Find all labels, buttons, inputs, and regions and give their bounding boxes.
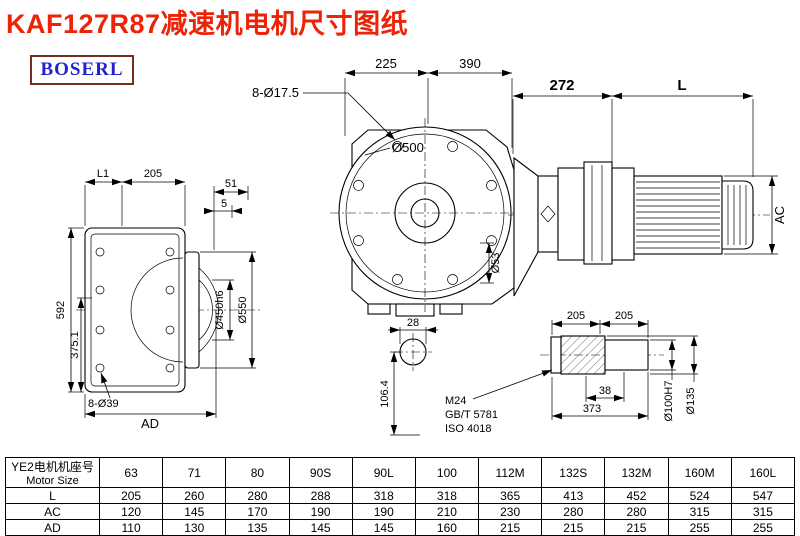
- dim-label-373: 373: [583, 403, 601, 415]
- dim-label-5: 5: [221, 198, 227, 210]
- dim-label-l: L: [677, 77, 686, 94]
- cell-AD-63: 110: [98, 519, 164, 536]
- cell-L-90L: 318: [351, 487, 416, 504]
- cell-AD-90S: 145: [288, 519, 353, 536]
- dim-label-106-4: 106.4: [379, 380, 391, 408]
- fan-cowl: [721, 180, 754, 250]
- dim-label-51: 51: [225, 178, 237, 190]
- dim-label-28: 28: [407, 317, 419, 329]
- table-header-size-112M: 112M: [478, 457, 543, 488]
- cell-AD-132S: 215: [541, 519, 606, 536]
- cell-AC-63: 120: [98, 503, 164, 520]
- page-title: KAF127R87减速机电机尺寸图纸: [6, 9, 409, 39]
- table-header-size-160L: 160L: [730, 457, 796, 488]
- dim-label-592: 592: [55, 301, 67, 319]
- cell-L-112M: 365: [478, 487, 543, 504]
- dim-label-shaft-205-a: 205: [567, 310, 585, 322]
- row-label-AC: AC: [5, 503, 100, 520]
- table-header-size-132M: 132M: [604, 457, 669, 488]
- cell-AC-132S: 280: [541, 503, 606, 520]
- cell-L-63: 205: [98, 487, 164, 504]
- dim-label-shaft-205-b: 205: [615, 310, 633, 322]
- dim-label-d135: Ø135: [685, 388, 697, 415]
- cell-AD-100: 160: [414, 519, 480, 536]
- row-label-AD: AD: [5, 519, 100, 536]
- table-header-size-90L: 90L: [351, 457, 416, 488]
- dim-label-375-1: 375.1: [69, 331, 81, 359]
- cell-AD-90L: 145: [351, 519, 416, 536]
- front-view: [330, 118, 520, 371]
- dim-label-d550: Ø550: [237, 297, 249, 324]
- cell-AD-160M: 255: [667, 519, 732, 536]
- front-view-dimensions: 225 390 8-Ø17.5 Ø500 Ø53 28 106.4: [252, 56, 513, 436]
- dim-label-d500: Ø500: [392, 140, 424, 155]
- dim-label-225: 225: [375, 56, 397, 71]
- side-view-dimensions: L1 205 51 5 592 375.1 8-Ø39 AD: [55, 168, 256, 431]
- cell-AD-71: 130: [162, 519, 227, 536]
- table-header-size-132S: 132S: [541, 457, 606, 488]
- cell-AC-80: 170: [225, 503, 290, 520]
- dim-label-ac: AC: [772, 206, 787, 224]
- cell-AD-80: 135: [225, 519, 290, 536]
- cell-AC-71: 145: [162, 503, 227, 520]
- eyebolt-diamond: [540, 205, 556, 223]
- cell-AC-112M: 230: [478, 503, 543, 520]
- motor-assembly: [508, 156, 770, 297]
- cell-L-160L: 547: [730, 487, 796, 504]
- table-header-size-100: 100: [414, 457, 480, 488]
- dim-label-ad: AD: [141, 416, 159, 431]
- table-header-size-90S: 90S: [288, 457, 353, 488]
- dim-label-390: 390: [459, 56, 481, 71]
- dim-label-205-side: 205: [144, 168, 162, 180]
- cell-L-80: 280: [225, 487, 290, 504]
- cell-AC-100: 210: [414, 503, 480, 520]
- cell-AC-90S: 190: [288, 503, 353, 520]
- cell-AD-132M: 215: [604, 519, 669, 536]
- cell-L-100: 318: [414, 487, 480, 504]
- cell-AD-112M: 215: [478, 519, 543, 536]
- label-iso4018: ISO 4018: [445, 423, 491, 435]
- dim-label-272: 272: [549, 77, 574, 94]
- dim-label-8xd17-5: 8-Ø17.5: [252, 85, 299, 100]
- side-view: [76, 227, 262, 393]
- table-header-size-63: 63: [98, 457, 164, 488]
- cell-AC-132M: 280: [604, 503, 669, 520]
- technical-drawing: L1 205 51 5 592 375.1 8-Ø39 AD: [55, 56, 787, 436]
- cell-L-132M: 452: [604, 487, 669, 504]
- dim-label-d450h6: Ø450h6: [214, 290, 226, 329]
- cell-L-71: 260: [162, 487, 227, 504]
- dim-label-d53: Ø53: [490, 253, 502, 274]
- cell-L-132S: 413: [541, 487, 606, 504]
- cell-AC-90L: 190: [351, 503, 416, 520]
- cell-AC-160L: 315: [730, 503, 796, 520]
- cell-AC-160M: 315: [667, 503, 732, 520]
- label-gbt5781: GB/T 5781: [445, 409, 498, 421]
- table-header-motor-size-en: Motor Size: [26, 475, 79, 487]
- table-header-motor-size-cn: YE2电机机座号: [11, 460, 94, 474]
- shaft-detail: 205 205 M24 GB/T 5781 ISO 4018 38 373 Ø1…: [445, 310, 698, 435]
- table-header-size-160M: 160M: [667, 457, 732, 488]
- motor-dimensions: 272 L AC: [512, 77, 787, 255]
- cell-L-160M: 524: [667, 487, 732, 504]
- brand-logo-text: BOSERL: [40, 59, 124, 80]
- dim-label-l1: L1: [97, 168, 109, 180]
- motor-cooling-fins: [636, 181, 720, 249]
- brand-logo: BOSERL: [30, 55, 134, 85]
- cell-L-90S: 288: [288, 487, 353, 504]
- dim-label-38: 38: [599, 385, 611, 397]
- dim-label-d100h7: Ø100H7: [663, 381, 675, 422]
- table-header-size-71: 71: [162, 457, 227, 488]
- row-label-L: L: [5, 487, 100, 504]
- cell-AD-160L: 255: [730, 519, 796, 536]
- dim-label-8xd39: 8-Ø39: [88, 398, 119, 410]
- label-m24: M24: [445, 395, 466, 407]
- table-header-size-80: 80: [225, 457, 290, 488]
